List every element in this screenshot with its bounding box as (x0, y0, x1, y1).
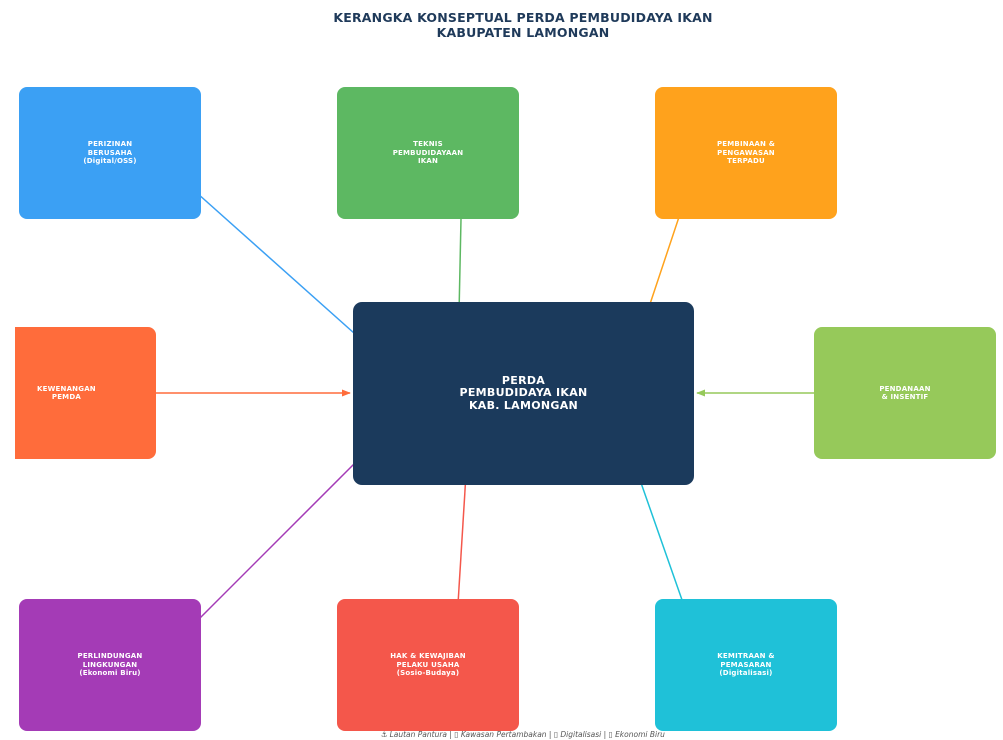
node-perlindungan-lingkungan: PERLINDUNGAN LINGKUNGAN (Ekonomi Biru) (19, 599, 201, 731)
arrow-perizinan (187, 184, 374, 351)
node-pendanaan-insentif: PENDANAAN & INSENTIF (814, 327, 996, 459)
node-kemitraan-pemasaran: KEMITRAAN & PEMASARAN (Digitalisasi) (655, 599, 837, 731)
arrow-kemitraan (632, 459, 689, 618)
legend-footer: ⚓ Lautan Pantura | ▯ Kawasan Pertambakan… (381, 730, 665, 739)
node-teknis-pembudidayaan: TEKNIS PEMBUDIDAYAAN IKAN (337, 87, 519, 219)
arrow-perlindungan (186, 439, 379, 632)
center-node-perda: PERDA PEMBUDIDAYA IKAN KAB. LAMONGAN (353, 302, 694, 485)
arrow-hak (457, 473, 470, 605)
node-kewenangan-pemda: KEWENANGAN PEMDA (15, 327, 156, 459)
node-hak-kewajiban: HAK & KEWAJIBAN PELAKU USAHA (Sosio-Buda… (337, 599, 519, 731)
diagram-title: KERANGKA KONSEPTUAL PERDA PEMBUDIDAYA IK… (333, 10, 713, 40)
node-pembinaan-pengawasan: PEMBINAAN & PENGAWASAN TERPADU (655, 87, 837, 219)
arrow-teknis (455, 218, 463, 315)
node-perizinan-berusaha: PERIZINAN BERUSAHA (Digital/OSS) (19, 87, 201, 219)
